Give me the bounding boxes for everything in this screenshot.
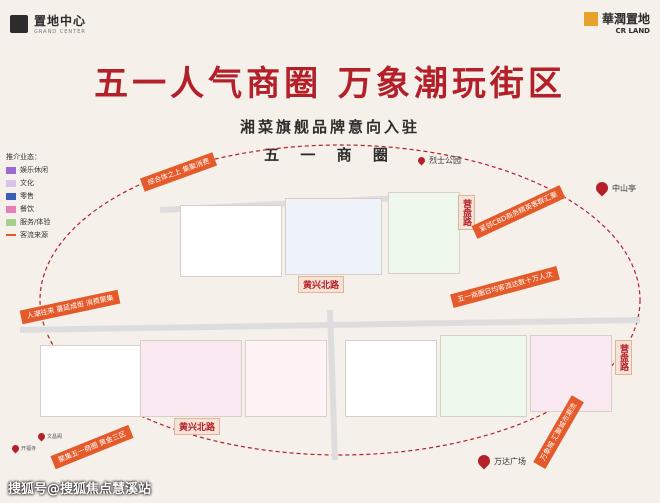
flow-arrow-icon xyxy=(6,234,16,236)
legend-label: 服务/体验 xyxy=(20,218,51,226)
legend-swatch xyxy=(6,218,16,226)
legend-swatch xyxy=(6,205,16,213)
poi-kaifu: 开福寺 xyxy=(10,443,37,454)
district-boundary xyxy=(39,144,641,456)
watermark: 搜狐号@搜狐焦点慧溪站 xyxy=(8,482,152,497)
right-logo-en: CR LAND xyxy=(615,27,650,35)
poi-label: 文昌阁 xyxy=(47,434,63,440)
location-pin-icon xyxy=(36,431,47,442)
subtitle: 湘菜旗舰品牌意向入驻 xyxy=(239,118,420,136)
top-block-right xyxy=(388,192,460,274)
legend-label: 客流来源 xyxy=(20,231,48,239)
poi-zhongshan: 中山亭 xyxy=(593,179,636,197)
legend: 推介业态： 娱乐休闲 文化 零售 餐饮 服务/体验 客流来源 xyxy=(6,152,50,243)
poi-label: 万达广场 xyxy=(494,456,526,466)
left-logo-sub: GRAND CENTER xyxy=(34,29,86,35)
poi-lieshi: 烈士公园 xyxy=(416,155,461,166)
bottom-block-5 xyxy=(440,335,527,417)
left-logo: 置地中心 GRAND CENTER xyxy=(10,12,86,35)
legend-item: 零售 xyxy=(6,191,50,201)
poi-label: 中山亭 xyxy=(612,183,636,193)
street-yingpan-top: 营盘路 xyxy=(458,195,475,230)
legend-swatch xyxy=(6,166,16,174)
bottom-block-3 xyxy=(245,340,327,417)
street-huangxing-top: 黄兴北路 xyxy=(298,276,345,293)
legend-label: 餐饮 xyxy=(20,205,34,213)
legend-item: 文化 xyxy=(6,178,50,188)
left-logo-name: 置地中心 xyxy=(34,14,87,28)
road-vertical xyxy=(327,309,338,461)
legend-label: 零售 xyxy=(20,192,34,200)
right-logo-name: 華潤置地 xyxy=(601,12,650,26)
district-label: 五 一 商 圈 xyxy=(264,146,396,164)
legend-swatch xyxy=(6,192,16,200)
bottom-block-1 xyxy=(40,345,142,417)
legend-head: 推介业态： xyxy=(6,153,41,161)
location-pin-icon xyxy=(10,443,21,454)
legend-label: 娱乐休闲 xyxy=(20,166,48,174)
top-block-left xyxy=(180,205,282,277)
legend-swatch xyxy=(6,179,16,187)
right-logo-mark-icon xyxy=(583,11,598,26)
top-block-center xyxy=(285,198,382,275)
legend-label: 文化 xyxy=(20,179,34,187)
poi-label: 开福寺 xyxy=(21,446,37,452)
right-logo: 華潤置地 CR LAND xyxy=(583,8,650,35)
legend-item: 服务/体验 xyxy=(6,217,50,227)
street-huangxing-bottom: 黄兴北路 xyxy=(174,418,221,435)
location-pin-icon xyxy=(475,452,493,470)
legend-item: 娱乐休闲 xyxy=(6,165,50,175)
main-title: 五一人气商圈 万象潮玩街区 xyxy=(94,64,566,104)
poi-wanda: 万达广场 xyxy=(475,452,526,470)
left-logo-mark-icon xyxy=(10,14,28,33)
street-yingpan-bottom: 营盘路 xyxy=(615,340,632,375)
bottom-block-2 xyxy=(140,340,242,417)
poi-wenchang: 文昌阁 xyxy=(36,431,63,442)
location-pin-icon xyxy=(593,179,611,197)
poi-label: 烈士公园 xyxy=(429,156,461,165)
location-pin-icon xyxy=(416,155,427,166)
legend-item: 客流来源 xyxy=(6,230,50,240)
legend-item: 餐饮 xyxy=(6,204,50,214)
bottom-block-4 xyxy=(345,340,437,417)
